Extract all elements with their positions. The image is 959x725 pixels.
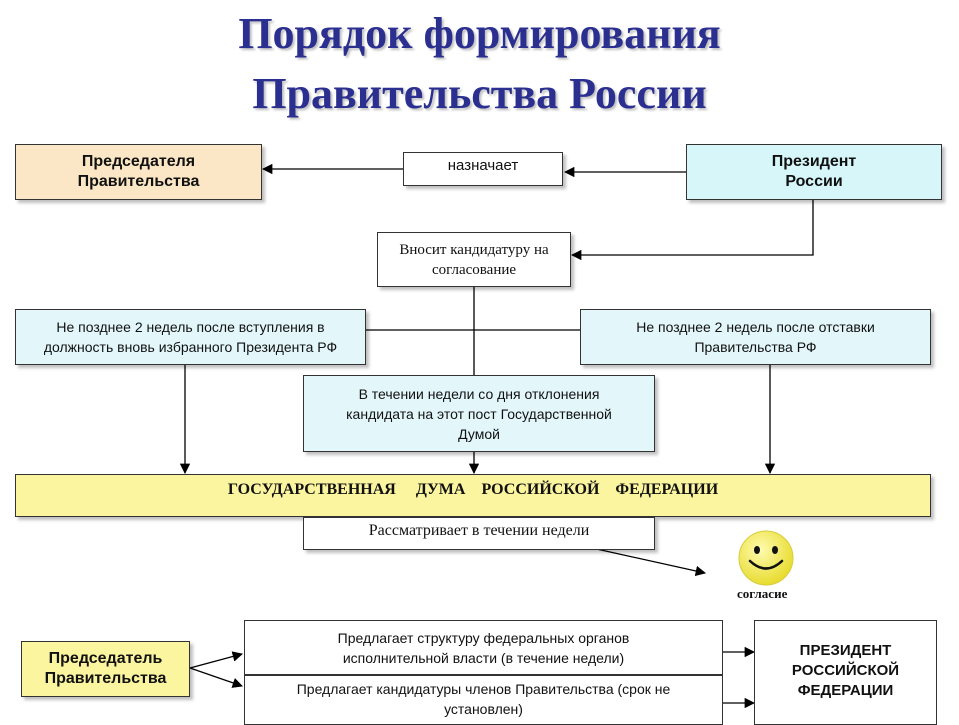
after-resignation-label: Не позднее 2 недель после отставки Прави… [636, 319, 875, 355]
after-rejection-label: В течении недели со дня отклонения канди… [346, 385, 612, 442]
arrow-president-to-nominates [570, 200, 814, 261]
chairman-bottom-label: Председатель Правительства [44, 650, 167, 687]
after-rejection-box: В течении недели со дня отклонения канди… [303, 375, 655, 452]
considers-box: Рассматривает в течении недели [303, 517, 655, 550]
arrow-considers-to-consent [591, 547, 707, 577]
consent-label: согласие [737, 586, 788, 601]
proposes-structure-label: Предлагает структуру федеральных органов… [337, 629, 630, 666]
duma-label: ГОСУДАРСТВЕННАЯ ДУМА РОССИЙСКОЙ ФЕДЕРАЦИ… [227, 481, 719, 498]
nominates-box: Вносит кандидатуру на согласование [377, 232, 571, 287]
page-title-line-2: Правительства России [252, 69, 707, 118]
proposes-members-label: Предлагает кандидатуры членов Правительс… [296, 681, 671, 717]
chairman-bottom-box: Председатель Правительства [21, 641, 190, 697]
proposes-structure-box: Предлагает структуру федеральных органов… [244, 620, 723, 675]
chairman-top-label: Председателя Правительства [77, 153, 200, 190]
nominates-label: Вносит кандидатуру на согласование [399, 241, 549, 278]
president-bottom-label: ПРЕЗИДЕНТ РОССИЙСКОЙ ФЕДЕРАЦИИ [791, 642, 900, 699]
duma-box: ГОСУДАРСТВЕННАЯ ДУМА РОССИЙСКОЙ ФЕДЕРАЦИ… [15, 474, 931, 517]
appoints-label: назначает [447, 157, 519, 174]
appoints-box: назначает [403, 152, 563, 186]
arrow-chairman-to-members [189, 667, 243, 688]
arrow-chairman-to-structure [189, 651, 244, 669]
after-inauguration-label: Не позднее 2 недель после вступления в д… [43, 319, 338, 355]
considers-label: Рассматривает в течении недели [368, 522, 590, 539]
chairman-top-box: Председателя Правительства [15, 144, 262, 200]
after-inauguration-box: Не позднее 2 недель после вступления в д… [15, 309, 366, 365]
president-top-label: Президент России [771, 153, 857, 190]
smiley-icon [738, 530, 794, 586]
after-resignation-box: Не позднее 2 недель после отставки Прави… [580, 309, 931, 365]
proposes-members-box: Предлагает кандидатуры членов Правительс… [244, 675, 723, 725]
page-title-line-1: Порядок формирования [238, 9, 721, 58]
president-bottom-box: ПРЕЗИДЕНТ РОССИЙСКОЙ ФЕДЕРАЦИИ [754, 620, 937, 725]
president-top-box: Президент России [686, 144, 942, 200]
